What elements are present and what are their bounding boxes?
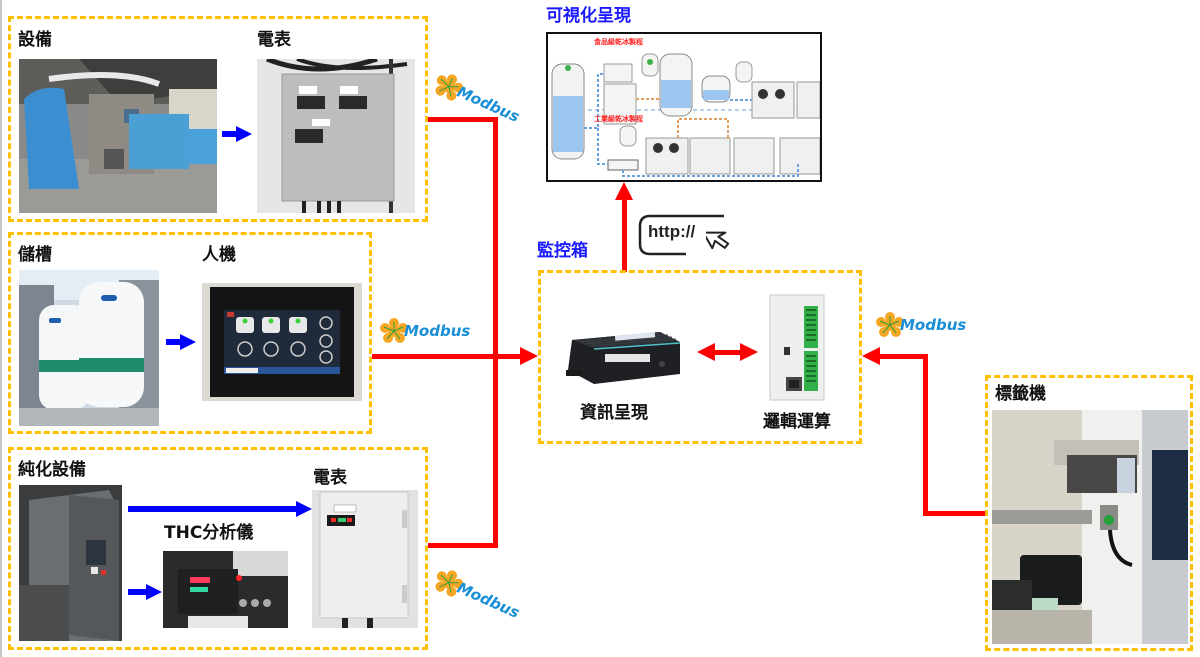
modbus-badge: Modbus	[431, 565, 524, 625]
purification-equipment-photo	[19, 485, 122, 641]
thc-analyzer-photo	[163, 551, 288, 628]
plc-device-photo	[766, 291, 828, 404]
http-address-bar: http://	[634, 210, 754, 270]
http-text: http://	[648, 222, 696, 241]
flow-arrow-icon	[146, 584, 162, 600]
internal-link-line	[712, 350, 742, 355]
purification-group	[8, 447, 428, 650]
equipment-label: 設備	[18, 30, 52, 50]
hmi-photo	[202, 283, 362, 401]
flow-arrow-icon	[236, 126, 252, 142]
flow-arrow-line	[222, 131, 238, 137]
http-link-arrow-icon	[615, 182, 633, 200]
label-printer-label: 標籤機	[995, 384, 1046, 404]
purification-meter-label: 電表	[313, 468, 347, 488]
data-link-line	[923, 354, 928, 516]
flow-arrow-icon	[296, 501, 312, 517]
equipment-photo	[19, 59, 217, 213]
modbus-text: Modbus	[404, 322, 471, 340]
data-link-line	[428, 543, 498, 548]
equipment-meter-label: 電表	[257, 30, 291, 50]
equipment-group	[8, 16, 428, 222]
flow-arrow-line	[128, 589, 148, 595]
equipment-meter-photo	[257, 59, 415, 213]
modbus-logo-icon	[876, 312, 904, 337]
internal-link-arrow-icon	[697, 343, 715, 361]
modbus-text: Modbus	[900, 316, 967, 334]
storage-label: 儲槽	[18, 245, 52, 265]
flow-arrow-icon	[180, 334, 196, 350]
modbus-badge: Modbus	[431, 69, 524, 129]
monitor-box-group	[538, 270, 862, 444]
data-link-arrow-icon	[520, 347, 538, 365]
monitor-box-title: 監控箱	[537, 241, 588, 261]
data-link-line	[880, 354, 928, 359]
visualization-screen: 食品級乾冰製程 工業級乾冰製程	[546, 32, 822, 182]
modbus-badge: Modbus	[876, 312, 966, 338]
thc-analyzer-label: THC分析儀	[164, 523, 254, 543]
modbus-logo-icon	[435, 74, 464, 101]
modbus-text: Modbus	[454, 578, 523, 622]
data-link-arrow-icon	[862, 347, 880, 365]
info-display-label: 資訊呈現	[580, 403, 648, 423]
visualization-title: 可視化呈現	[546, 6, 631, 26]
data-link-line	[428, 117, 498, 122]
flow-arrow-line	[166, 339, 182, 345]
data-link-line	[493, 117, 498, 548]
storage-tank-photo	[19, 270, 159, 426]
modbus-logo-icon	[435, 570, 464, 597]
modbus-badge: Modbus	[380, 318, 470, 344]
data-link-line	[372, 354, 524, 359]
storage-group	[8, 232, 372, 434]
logic-compute-label: 邏輯運算	[763, 412, 831, 432]
data-link-line	[923, 511, 987, 516]
purification-meter-photo	[312, 490, 418, 628]
cursor-icon	[706, 231, 730, 250]
internal-link-arrow-icon	[740, 343, 758, 361]
http-link-line	[622, 198, 627, 272]
industrial-grade-process-label: 工業級乾冰製程	[594, 115, 643, 123]
modbus-logo-icon	[380, 318, 408, 343]
page-edge	[0, 0, 2, 657]
purification-label: 純化設備	[18, 460, 86, 480]
label-printer-photo	[992, 410, 1188, 644]
gateway-device-photo	[560, 322, 686, 392]
label-printer-group	[985, 375, 1193, 651]
hmi-label: 人機	[202, 245, 236, 265]
food-grade-process-label: 食品級乾冰製程	[594, 38, 643, 46]
flow-arrow-line	[128, 506, 298, 512]
